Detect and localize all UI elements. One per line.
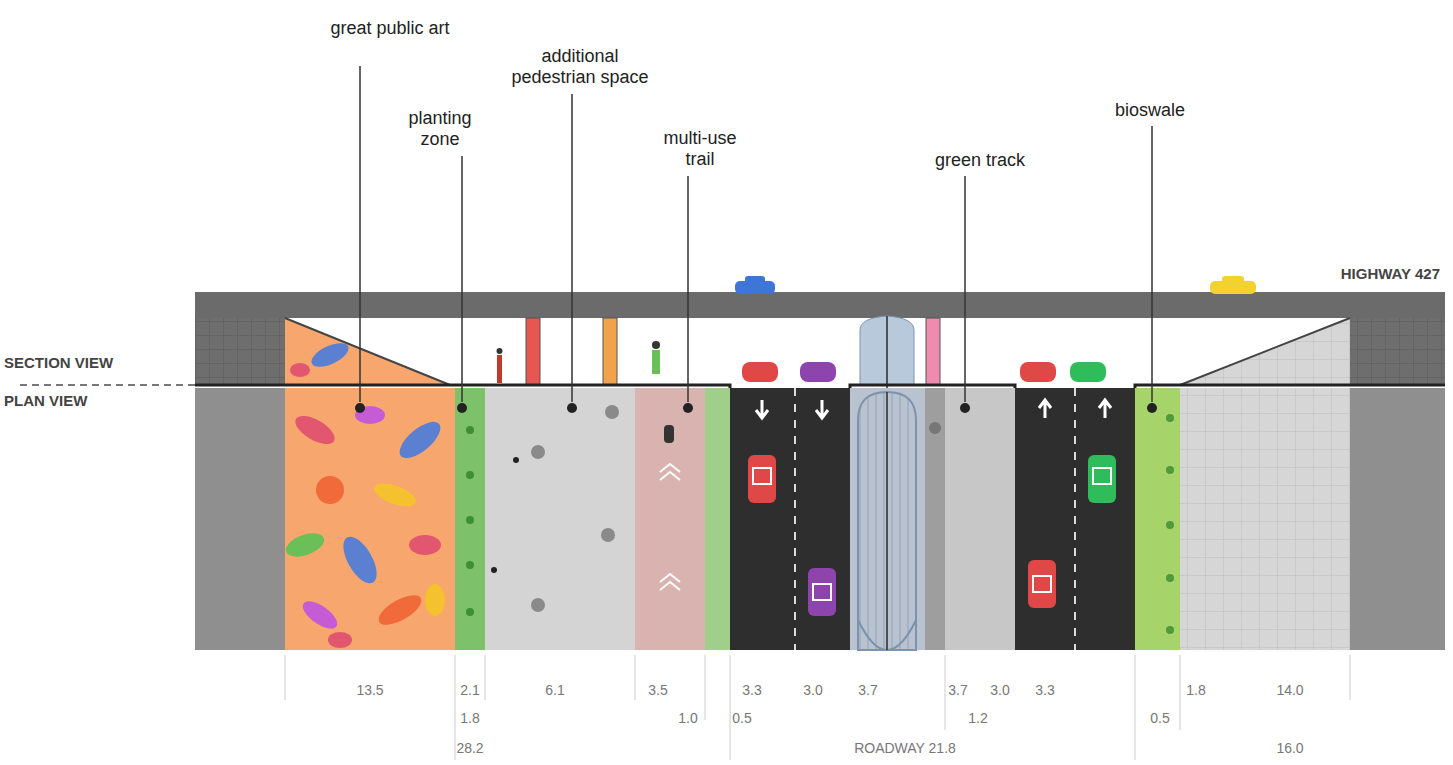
callout-label: multi-use trail — [657, 128, 743, 170]
callout-label: additional pedestrian space — [500, 46, 660, 88]
dimension: 28.2 — [456, 740, 483, 756]
dimension: 3.7 — [858, 682, 877, 698]
dimension: 14.0 — [1276, 682, 1303, 698]
dimension: 2.1 — [460, 682, 479, 698]
dimension: 1.8 — [1186, 682, 1205, 698]
dimension: ROADWAY 21.8 — [854, 740, 956, 756]
view-label: PLAN VIEW — [4, 390, 87, 411]
dimension: 0.5 — [732, 710, 751, 726]
dimension: 3.3 — [1035, 682, 1054, 698]
dimension: 3.5 — [648, 682, 667, 698]
dimension: 0.5 — [1150, 710, 1169, 726]
callout-label: green track — [935, 150, 1025, 171]
dimension: 1.8 — [460, 710, 479, 726]
dimension: 3.3 — [742, 682, 761, 698]
dimension: 3.0 — [803, 682, 822, 698]
callout-label: great public art — [325, 18, 455, 39]
dimension: 1.0 — [678, 710, 697, 726]
callout-label: planting zone — [397, 108, 483, 150]
dimension: 13.5 — [356, 682, 383, 698]
road-name: HIGHWAY 427 — [1341, 263, 1440, 284]
dimension: 3.7 — [948, 682, 967, 698]
dimension: 1.2 — [968, 710, 987, 726]
dimension: 16.0 — [1276, 740, 1303, 756]
callout-label: bioswale — [1115, 100, 1185, 121]
dimension: 3.0 — [990, 682, 1009, 698]
view-label: SECTION VIEW — [4, 352, 113, 373]
dimension: 6.1 — [545, 682, 564, 698]
